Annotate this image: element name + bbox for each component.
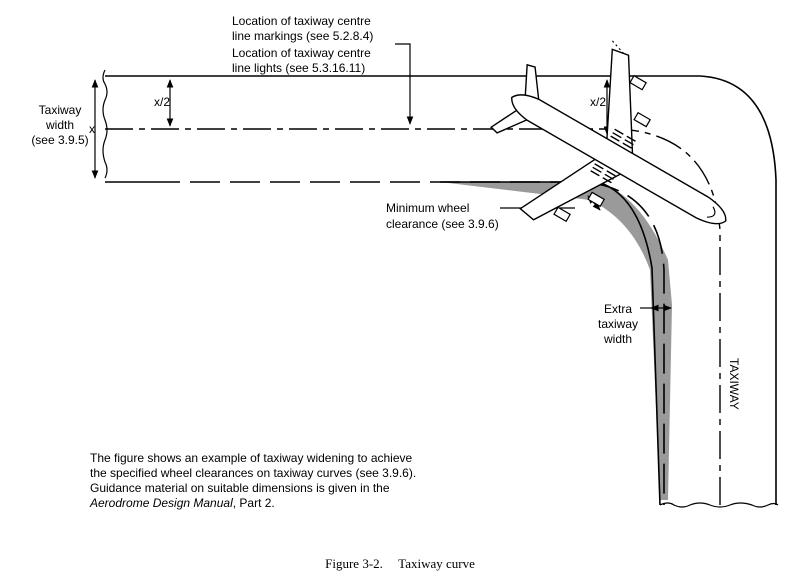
aircraft-cockpit (707, 206, 716, 218)
note-line-3: Guidance material on suitable dimensions… (90, 481, 390, 495)
wingtip-trace (610, 38, 625, 54)
extra-width-label-line1: Extra (604, 302, 632, 316)
aircraft-engine (587, 191, 606, 208)
note-line-1: The figure shows an example of taxiway w… (90, 451, 413, 465)
clearance-label-line1: Minimum wheel (386, 201, 469, 215)
figure-title: Taxiway curve (398, 556, 475, 571)
extra-width-label-line2: taxiway (598, 317, 638, 331)
note-line-2: the specified wheel clearances on taxiwa… (90, 466, 417, 480)
taxiway-width-label-line2: width (45, 118, 74, 132)
aircraft-main-gear (590, 128, 636, 184)
break-mark-left (102, 69, 108, 179)
aircraft (490, 38, 727, 225)
aircraft-fuselage (511, 94, 727, 225)
aircraft-engine (629, 74, 647, 91)
figure-caption: Figure 3-2. Taxiway curve (0, 556, 800, 572)
centre-line-leader (395, 43, 414, 125)
note-line-4-rest: , Part 2. (232, 496, 275, 510)
x-symbol: x (89, 122, 95, 136)
aircraft-engine (553, 206, 571, 223)
half-x-symbol-right: x/2 (590, 95, 606, 109)
half-x-symbol-left: x/2 (154, 95, 170, 109)
markings-label-line2: line markings (see 5.2.8.4) (232, 29, 373, 43)
break-mark-bottom (659, 502, 779, 508)
aircraft-engine (633, 111, 652, 128)
explanatory-note: The figure shows an example of taxiway w… (90, 451, 570, 511)
taxiway-vertical-label: TAXIWAY (727, 358, 741, 410)
lights-label-line1: Location of taxiway centre (232, 46, 371, 60)
figure-number: Figure 3-2. (325, 556, 383, 571)
extra-width-label-line3: width (603, 332, 632, 346)
note-line-4: Aerodrome Design Manual, Part 2. (90, 496, 570, 511)
taxiway-width-label-line1: Taxiway (39, 103, 82, 117)
manual-title: Aerodrome Design Manual (90, 496, 233, 510)
taxiway-width-label-line3: (see 3.9.5) (31, 133, 88, 147)
clearance-label-line2: clearance (see 3.9.6) (386, 217, 499, 231)
markings-label-line1: Location of taxiway centre (232, 14, 371, 28)
taxiway-outer-edge (105, 75, 777, 505)
lights-label-line2: line lights (see 5.3.16.11) (232, 61, 365, 75)
